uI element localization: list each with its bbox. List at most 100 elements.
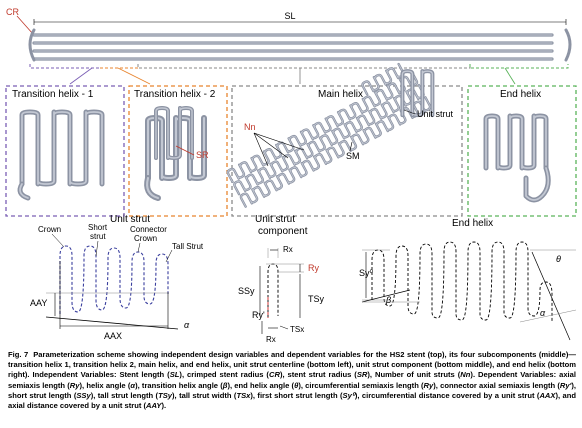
bottom-unit-strut-component: Unit strut component Rx Ry SSy TSy Ry' R… bbox=[238, 214, 325, 344]
t1-strut-tail-highlight bbox=[19, 183, 29, 199]
caption-segment: SL bbox=[169, 370, 180, 380]
main-helix-row-highlight bbox=[233, 84, 424, 195]
caption-segment: ), stent strut radius ( bbox=[279, 370, 357, 380]
label-alpha-end: α bbox=[540, 308, 546, 318]
panel-title-transition-1: Transition helix - 1 bbox=[12, 89, 94, 100]
component-title-2: component bbox=[258, 226, 308, 237]
caption-segment: α bbox=[130, 380, 136, 390]
component-title-1: Unit strut bbox=[255, 214, 295, 225]
end-strut-tail bbox=[523, 165, 551, 203]
caption-segment: β bbox=[222, 380, 228, 390]
label-beta: β bbox=[385, 295, 391, 305]
end-strut-path bbox=[483, 113, 549, 171]
main-helix-body bbox=[226, 62, 435, 208]
caption-segment: SR bbox=[356, 370, 368, 380]
end-helix-strut bbox=[483, 113, 551, 203]
panel-transition-2: Transition helix - 2 SR bbox=[128, 85, 228, 217]
label-tsy: TSy bbox=[308, 294, 325, 304]
end-strut-path-highlight bbox=[485, 115, 547, 169]
caption-segment: θ bbox=[294, 380, 299, 390]
main-helix-row-highlight bbox=[227, 72, 418, 183]
panel-title-end-helix: End helix bbox=[500, 89, 541, 100]
label-rx-bottom: Rx bbox=[266, 335, 276, 344]
caption-segment: Ry' bbox=[559, 380, 572, 390]
figure-caption: Fig. 7 Parameterization scheme showing i… bbox=[8, 350, 576, 411]
caption-segment: ), circumferential distance covered by a… bbox=[354, 390, 540, 400]
caption-segment: Nn bbox=[460, 370, 471, 380]
label-unit-strut-main: Unit strut bbox=[417, 109, 454, 119]
caption-segment: ), tall strut width ( bbox=[172, 390, 237, 400]
main-helix-unit-strut-highlight bbox=[362, 63, 404, 95]
label-ry-prime: Ry' bbox=[252, 310, 265, 320]
label-connector-crown-1: Connector bbox=[130, 225, 167, 234]
stent-cap-left bbox=[28, 28, 36, 62]
label-alpha-left: α bbox=[184, 320, 190, 330]
caption-segment: Parameterization scheme showing independ… bbox=[8, 350, 576, 380]
panel-main-helix: Main helix Nn Unit strut SM bbox=[226, 62, 463, 217]
stent-body bbox=[28, 28, 572, 62]
label-short-strut-1: Short bbox=[88, 223, 108, 232]
caption-fig-label: Fig. 7 bbox=[8, 350, 29, 359]
t1-strut-path bbox=[19, 109, 105, 187]
label-sr: SR bbox=[196, 150, 209, 160]
panel-transition-1: Transition helix - 1 bbox=[5, 85, 125, 217]
label-cr: CR bbox=[6, 7, 19, 17]
t2-strut-tail-highlight bbox=[146, 176, 160, 200]
caption-segment: ). bbox=[161, 401, 167, 411]
label-aax: AAX bbox=[104, 331, 122, 341]
t2-strut-front-highlight bbox=[146, 116, 206, 180]
caption-segment: ), short strut length ( bbox=[8, 380, 576, 400]
caption-segment: Sy⁰ bbox=[342, 390, 355, 400]
transition-2-strut bbox=[144, 106, 207, 201]
label-aay: AAY bbox=[30, 298, 47, 308]
component-centerline bbox=[267, 263, 279, 318]
label-sm: SM bbox=[346, 151, 360, 161]
label-ry: Ry bbox=[308, 263, 319, 273]
label-short-strut-2: strut bbox=[90, 232, 106, 241]
caption-segment: ), circumferential semiaxis length ( bbox=[298, 380, 424, 390]
main-helix-end-loop bbox=[400, 69, 435, 118]
caption-body: Parameterization scheme showing independ… bbox=[8, 350, 576, 410]
label-theta: θ bbox=[556, 254, 561, 264]
main-helix-row-highlight bbox=[240, 96, 431, 208]
panel-title-transition-2: Transition helix - 2 bbox=[134, 89, 216, 100]
caption-segment: AAY bbox=[146, 401, 162, 411]
t2-strut-back-highlight bbox=[155, 107, 193, 159]
bottom-unit-strut: Unit strut AAY AAX α Crown Short strut C… bbox=[30, 214, 204, 341]
unit-strut-centerline bbox=[59, 245, 169, 314]
caption-segment: ), and axial distance covered by a unit … bbox=[8, 390, 577, 411]
caption-segment: AAX bbox=[539, 390, 556, 400]
caption-segment: TSy bbox=[158, 390, 173, 400]
stent-cap-right bbox=[564, 28, 572, 62]
bottom-end-helix: End helix Sy⁰ β θ α bbox=[359, 218, 577, 341]
caption-segment: ), transition helix angle ( bbox=[135, 380, 223, 390]
caption-segment: ). Dependent Variables: axial semiaxis l… bbox=[8, 370, 576, 390]
label-sy0: Sy⁰ bbox=[359, 268, 374, 278]
caption-segment: Ry bbox=[423, 380, 434, 390]
caption-segment: ), crimped stent radius ( bbox=[179, 370, 269, 380]
caption-segment: Ry bbox=[69, 380, 80, 390]
label-sl: SL bbox=[284, 11, 295, 21]
t1-strut-path-highlight bbox=[21, 111, 103, 185]
caption-segment: TSx bbox=[236, 390, 251, 400]
caption-segment: ), connector axial semiaxis length ( bbox=[433, 380, 560, 390]
end-strut-tail-highlight bbox=[525, 167, 550, 201]
caption-segment: ), tall strut length ( bbox=[90, 390, 159, 400]
caption-segment: ), Number of unit struts ( bbox=[367, 370, 461, 380]
caption-segment: CR bbox=[268, 370, 280, 380]
end-helix-centerline bbox=[371, 241, 553, 322]
main-helix-end-loop-path-highlight bbox=[401, 70, 434, 116]
label-tsx: TSx bbox=[290, 325, 304, 334]
caption-segment: SSy bbox=[76, 390, 91, 400]
caption-segment: ), first short strut length ( bbox=[250, 390, 343, 400]
stent-top: CR SL bbox=[6, 7, 572, 85]
label-connector-crown-2: Crown bbox=[134, 234, 157, 243]
unit-strut-title: Unit strut bbox=[110, 214, 150, 225]
label-crown: Crown bbox=[38, 225, 61, 234]
label-tall-strut: Tall Strut bbox=[172, 242, 204, 251]
label-rx-top: Rx bbox=[283, 245, 293, 254]
panel-title-main-helix: Main helix bbox=[318, 89, 363, 100]
caption-segment: ), end helix angle ( bbox=[227, 380, 295, 390]
panel-end-helix: End helix bbox=[467, 85, 577, 217]
